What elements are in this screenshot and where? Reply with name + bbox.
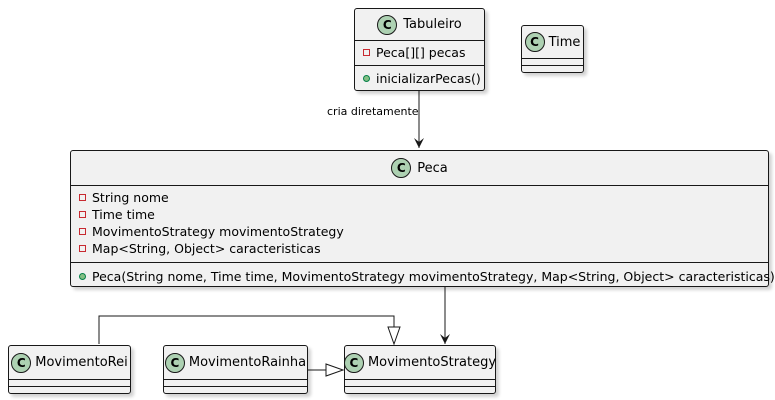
class-icon: C: [391, 158, 412, 178]
class-header: C MovimentoRainha: [164, 346, 307, 379]
attributes-compartment: [522, 58, 583, 65]
class-name: MovimentoRei: [35, 355, 128, 370]
class-icon: C: [343, 352, 364, 373]
attribute: String nome: [71, 189, 768, 206]
class-icon: C: [11, 352, 32, 373]
class-name: MovimentoStrategy: [367, 355, 497, 370]
class-icon: C: [377, 14, 398, 35]
class-movimento-rainha[interactable]: C MovimentoRainha: [163, 345, 308, 394]
attributes-compartment: Peca[][] pecas: [355, 40, 484, 65]
attributes-compartment: [345, 379, 495, 386]
attribute: Map<String, Object> caracteristicas: [71, 240, 768, 257]
methods-compartment: [522, 65, 583, 72]
attributes-compartment: [164, 379, 307, 386]
class-icon: C: [524, 32, 545, 52]
class-name: Peca: [417, 160, 448, 176]
private-visibility-icon: [79, 228, 86, 235]
public-visibility-icon: [79, 273, 86, 280]
class-movimento-strategy[interactable]: C MovimentoStrategy: [343, 345, 497, 394]
class-header: C Tabuleiro: [355, 9, 484, 40]
attribute-text: String nome: [92, 190, 169, 205]
class-header: C Time: [522, 26, 583, 58]
method: inicializarPecas(): [355, 70, 484, 87]
class-header: C MovimentoStrategy: [343, 346, 497, 379]
class-time[interactable]: C Time: [521, 25, 584, 73]
class-tabuleiro[interactable]: C Tabuleiro Peca[][] pecas inicializarPe…: [354, 8, 485, 91]
attribute-text: Map<String, Object> caracteristicas: [92, 241, 321, 256]
attribute-text: Time time: [92, 207, 155, 222]
methods-compartment: [164, 386, 307, 393]
edge-label-cria-diretamente: cria diretamente: [327, 105, 419, 118]
generalization-arrow-rei: [387, 326, 401, 346]
private-visibility-icon: [79, 194, 86, 201]
public-visibility-icon: [363, 75, 370, 82]
methods-compartment: [9, 386, 130, 393]
method-text: inicializarPecas(): [376, 71, 481, 86]
class-header: C MovimentoRei: [9, 346, 130, 379]
private-visibility-icon: [363, 49, 370, 56]
attribute: Time time: [71, 206, 768, 223]
attribute-text: Peca[][] pecas: [376, 45, 466, 60]
private-visibility-icon: [79, 211, 86, 218]
attribute: Peca[][] pecas: [355, 44, 484, 61]
attribute: MovimentoStrategy movimentoStrategy: [71, 223, 768, 240]
methods-compartment: inicializarPecas(): [355, 65, 484, 91]
method: Peca(String nome, Time time, MovimentoSt…: [71, 268, 775, 285]
methods-compartment: Peca(String nome, Time time, MovimentoSt…: [71, 262, 775, 290]
class-movimento-rei[interactable]: C MovimentoRei: [8, 345, 131, 394]
class-name: Time: [548, 34, 581, 50]
class-header: C Peca: [71, 151, 768, 185]
class-icon: C: [164, 352, 185, 373]
attribute-text: MovimentoStrategy movimentoStrategy: [92, 224, 344, 239]
generalization-arrow-rainha: [325, 363, 345, 377]
methods-compartment: [345, 386, 495, 393]
class-name: MovimentoRainha: [188, 355, 307, 370]
class-name: Tabuleiro: [403, 17, 462, 32]
attributes-compartment: [9, 379, 130, 386]
edge-movimento-rei-generalization: [98, 315, 395, 344]
attributes-compartment: String nome Time time MovimentoStrategy …: [71, 185, 768, 262]
method-text: Peca(String nome, Time time, MovimentoSt…: [92, 269, 775, 284]
private-visibility-icon: [79, 245, 86, 252]
class-peca[interactable]: C Peca String nome Time time MovimentoSt…: [70, 150, 775, 290]
